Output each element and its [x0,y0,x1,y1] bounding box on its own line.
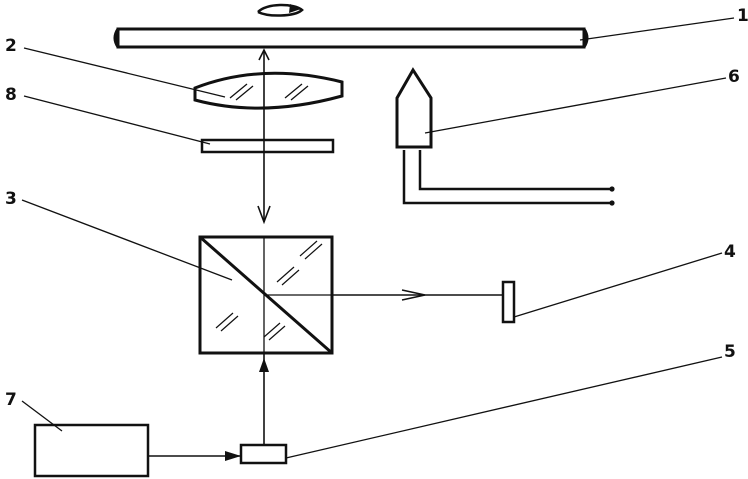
label-1: 1 [737,6,748,26]
rotation-arrow-icon [257,3,304,17]
objective-lens [193,71,344,110]
label-8: 8 [5,85,17,105]
filter-plate [200,138,335,154]
label-4: 4 [724,242,736,262]
label-3: 3 [5,189,17,209]
rotating-disk [113,27,589,49]
optical-axis-upper [257,48,271,225]
light-source [239,443,288,465]
photodetector [501,280,516,324]
connection-arrow [148,451,241,461]
label-5: 5 [724,342,736,362]
control-unit [33,423,150,478]
label-7: 7 [5,390,17,410]
beam-to-detector [332,289,503,301]
beam-splitter-cube [198,235,334,355]
leader-lines [21,17,735,459]
label-2: 2 [5,36,17,56]
probe [395,67,615,206]
optical-axis-lower [259,353,269,445]
label-6: 6 [728,67,740,87]
